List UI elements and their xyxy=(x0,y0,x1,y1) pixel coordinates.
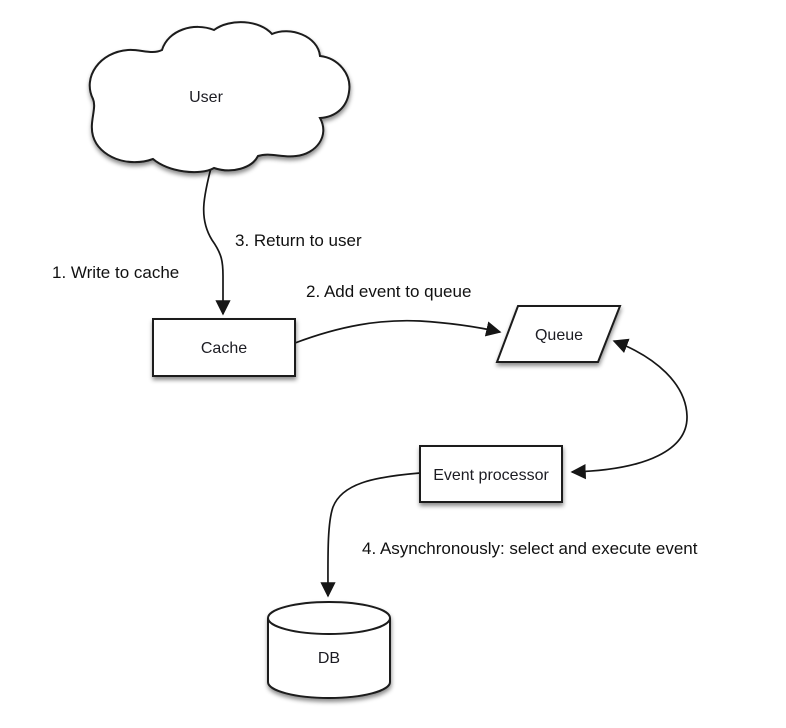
edges-layer xyxy=(202,163,688,598)
edge-queue-event-processor xyxy=(570,338,688,480)
cache-box xyxy=(152,318,296,377)
edge-cache-to-queue xyxy=(294,319,502,344)
node-user: User xyxy=(88,21,351,174)
node-event-processor-label: Event processor xyxy=(433,467,549,484)
node-queue-label: Queue xyxy=(535,327,583,344)
step-1-label: 1. Write to cache xyxy=(52,263,179,282)
labels-layer: 1. Write to cache 3. Return to user 2. A… xyxy=(52,231,698,558)
step-4-label: 4. Asynchronously: select and execute ev… xyxy=(362,539,698,558)
node-queue: Queue xyxy=(495,305,622,363)
db-cylinder-body xyxy=(267,618,391,699)
node-cache: Cache xyxy=(152,318,296,377)
edge-event-processor-to-db xyxy=(320,472,421,598)
node-db: DB xyxy=(267,601,391,699)
db-cylinder-top xyxy=(267,601,391,635)
node-user-label: User xyxy=(189,89,223,106)
queue-parallelogram xyxy=(495,305,622,363)
event-processor-box xyxy=(419,445,563,503)
node-db-label: DB xyxy=(318,650,340,667)
edge-user-to-cache xyxy=(202,163,231,316)
nodes-layer: User Cache Queue Event processor DB xyxy=(88,21,622,699)
node-event-processor: Event processor xyxy=(419,445,563,503)
cloud-shape-icon xyxy=(88,21,351,174)
step-2-label: 2. Add event to queue xyxy=(306,282,471,301)
node-cache-label: Cache xyxy=(201,340,247,357)
step-3-label: 3. Return to user xyxy=(235,231,362,250)
